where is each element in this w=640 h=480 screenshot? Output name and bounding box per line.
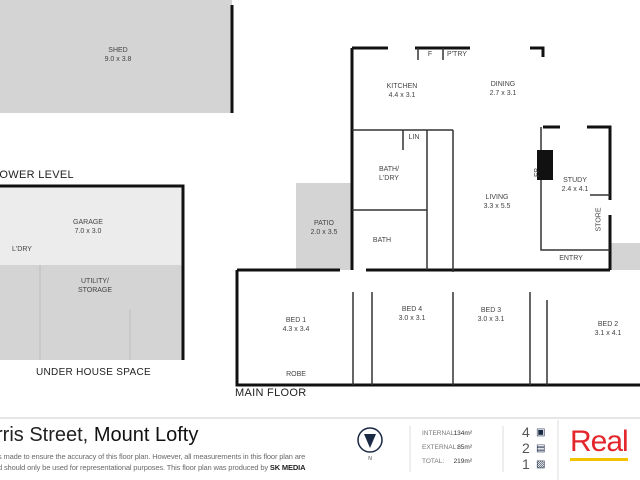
- property-address: rris Street, Mount Lofty: [0, 424, 199, 446]
- stat-external-value: 85m²: [457, 444, 472, 451]
- lower-level-heading: LOWER LEVEL: [0, 169, 74, 181]
- shed-area: [0, 0, 232, 113]
- patio-area: [296, 183, 352, 270]
- walls: [235, 46, 640, 387]
- disclaimer-line-2: d should only be used for representation…: [0, 463, 268, 472]
- main-floor-heading: MAIN FLOOR: [235, 387, 307, 399]
- fireplace-label: FP: [533, 168, 541, 177]
- garage-count: 1: [522, 456, 530, 472]
- stat-total-value: 219m²: [453, 458, 472, 465]
- bed-icon: ▣: [536, 427, 546, 438]
- fireplace: [537, 150, 553, 180]
- disclaimer: s made to ensure the accuracy of this fl…: [0, 451, 305, 473]
- room-utility: UTILITY/ STORAGE: [77, 278, 113, 294]
- utility-area: [0, 265, 183, 360]
- wall: [0, 184, 185, 360]
- car-icon: ▨: [536, 459, 546, 470]
- room-laundry: L'DRY: [12, 246, 32, 253]
- stat-external-label: EXTERNAL:: [422, 444, 459, 451]
- room-linen: LIN: [408, 134, 420, 141]
- stat-total-label: TOTAL:: [422, 458, 445, 465]
- room-bath: BATH: [372, 237, 392, 244]
- compass-arrow: [364, 434, 376, 448]
- producer-name: SK MEDIA: [269, 463, 306, 472]
- room-bath-laundry: BATH/ L'DRY: [378, 166, 400, 182]
- bath-icon: ▤: [536, 443, 546, 454]
- compass-icon: [357, 427, 383, 453]
- under-house-label: UNDER HOUSE SPACE: [36, 367, 151, 378]
- stairs: [611, 243, 640, 270]
- stat-internal-value: 134m²: [453, 430, 472, 437]
- room-entry: ENTRY: [559, 255, 583, 262]
- room-fridge: F: [427, 51, 433, 58]
- bedroom-count: 4: [522, 424, 530, 440]
- room-robe: ROBE: [286, 371, 306, 378]
- agency-logo: Real: [570, 426, 629, 461]
- stat-internal-label: INTERNAL:: [422, 430, 456, 437]
- compass-label: N: [368, 456, 372, 462]
- room-store: STORE: [595, 207, 603, 232]
- wall: [39, 265, 131, 360]
- disclaimer-line-1: s made to ensure the accuracy of this fl…: [0, 452, 306, 461]
- room-pantry: P'TRY: [447, 51, 467, 58]
- bathroom-count: 2: [522, 440, 530, 456]
- inner-walls: [352, 48, 610, 385]
